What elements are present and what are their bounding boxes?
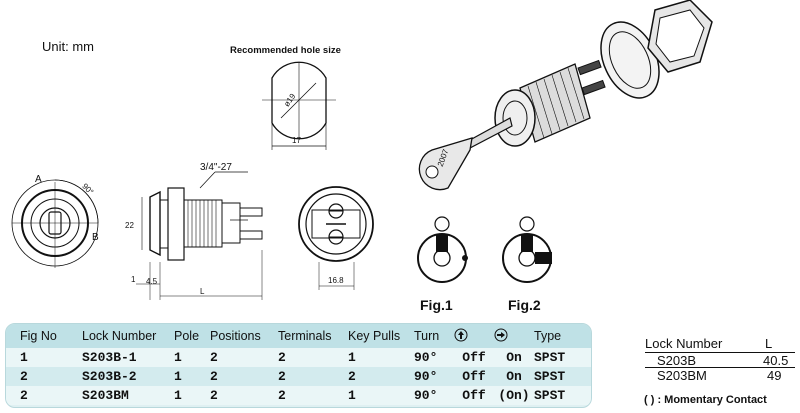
lock-length: 49 (767, 368, 782, 383)
point-a-label: A (35, 174, 42, 185)
cell-turn: 90° (414, 348, 454, 367)
table-row: 2 S203B-2 1 2 2 2 90° Off On SPST (6, 367, 591, 386)
dim-l-label: L (200, 287, 205, 296)
cell-lock-number: S203B-1 (82, 348, 174, 367)
up-arrow-icon (454, 328, 468, 341)
cell-up-state: Off (454, 386, 494, 405)
point-b-label: B (92, 232, 99, 243)
cell-type: SPST (534, 386, 591, 405)
dim-1-label: 1 (131, 275, 136, 284)
cell-fig-no: 1 (6, 348, 82, 367)
cell-positions: 2 (210, 367, 278, 386)
cell-pole: 1 (174, 348, 210, 367)
cell-type: SPST (534, 348, 591, 367)
table-row: S203BM 49 (645, 368, 795, 383)
spec-table-panel: Fig No Lock Number Pole Positions Termin… (5, 323, 592, 408)
assembly-illustration: 2007 (418, 0, 713, 191)
cell-pole: 1 (174, 367, 210, 386)
lock-number: S203B (657, 353, 697, 368)
hole-width-label: 17 (292, 136, 301, 145)
header-key-pulls: Key Pulls (348, 324, 414, 348)
cell-lock-number: S203B-2 (82, 367, 174, 386)
cell-terminals: 2 (278, 367, 348, 386)
cell-key-pulls: 2 (348, 367, 414, 386)
header-right-position (494, 324, 534, 348)
fig2-diagram (502, 216, 552, 283)
cell-positions: 2 (210, 348, 278, 367)
cell-positions: 2 (210, 386, 278, 405)
lock-header-number: Lock Number (645, 336, 723, 351)
dim-4-5-label: 4.5 (146, 277, 158, 286)
thread-label: 3/4"-27 (200, 162, 232, 173)
lock-length-table: Lock Number L S203B 40.5 S203BM 49 (645, 336, 795, 383)
header-up-position (454, 324, 494, 348)
cell-pole: 1 (174, 386, 210, 405)
lock-header-l: L (765, 336, 773, 351)
cell-turn: 90° (414, 367, 454, 386)
header-turn: Turn (414, 324, 454, 348)
cell-key-pulls: 1 (348, 386, 414, 405)
table-row: 1 S203B-1 1 2 2 1 90° Off On SPST (6, 348, 591, 367)
cell-lock-number: S203BM (82, 386, 174, 405)
header-lock-number: Lock Number (82, 324, 174, 348)
cell-type: SPST (534, 367, 591, 386)
angle-label: 90° (80, 182, 95, 197)
fig1-label: Fig.1 (420, 297, 453, 313)
cell-terminals: 2 (278, 386, 348, 405)
table-row: 2 S203BM 1 2 2 1 90° Off (On) SPST (6, 386, 591, 405)
side-view: 22 3/4"-27 1 4.5 L (125, 162, 263, 300)
rear-width-label: 16.8 (328, 276, 344, 285)
cell-fig-no: 2 (6, 386, 82, 405)
header-type: Type (534, 324, 591, 348)
technical-drawing: ø19 17 A B 90° 22 3/4"- (11, 0, 713, 300)
cell-right-state: On (494, 348, 534, 367)
header-positions: Positions (210, 324, 278, 348)
lock-length: 40.5 (763, 353, 789, 368)
spec-table: Fig No Lock Number Pole Positions Termin… (6, 324, 591, 405)
momentary-contact-note: ( ) : Momentary Contact (644, 394, 767, 406)
hole-size-title: Recommended hole size (230, 45, 341, 56)
header-fig-no: Fig No (6, 324, 82, 348)
lock-header-row: Lock Number L (645, 336, 795, 353)
header-terminals: Terminals (278, 324, 348, 348)
hole-diameter-label: ø19 (282, 92, 298, 109)
cell-turn: 90° (414, 386, 454, 405)
fig1-diagram (417, 216, 468, 283)
lock-number: S203BM (657, 368, 707, 383)
header-pole: Pole (174, 324, 210, 348)
front-view: A B 90° (11, 174, 99, 268)
table-row: S203B 40.5 (645, 353, 795, 368)
hole-size-diagram: ø19 17 (262, 61, 336, 150)
unit-label: Unit: mm (42, 39, 94, 54)
cell-right-state: On (494, 367, 534, 386)
cell-terminals: 2 (278, 348, 348, 367)
height-label: 22 (125, 221, 134, 230)
spec-header-row: Fig No Lock Number Pole Positions Termin… (6, 324, 591, 348)
cell-up-state: Off (454, 367, 494, 386)
cell-up-state: Off (454, 348, 494, 367)
right-arrow-icon (494, 328, 508, 341)
fig2-label: Fig.2 (508, 297, 541, 313)
cell-fig-no: 2 (6, 367, 82, 386)
cell-right-state: (On) (494, 386, 534, 405)
rear-view: 16.8 (298, 186, 374, 290)
cell-key-pulls: 1 (348, 348, 414, 367)
